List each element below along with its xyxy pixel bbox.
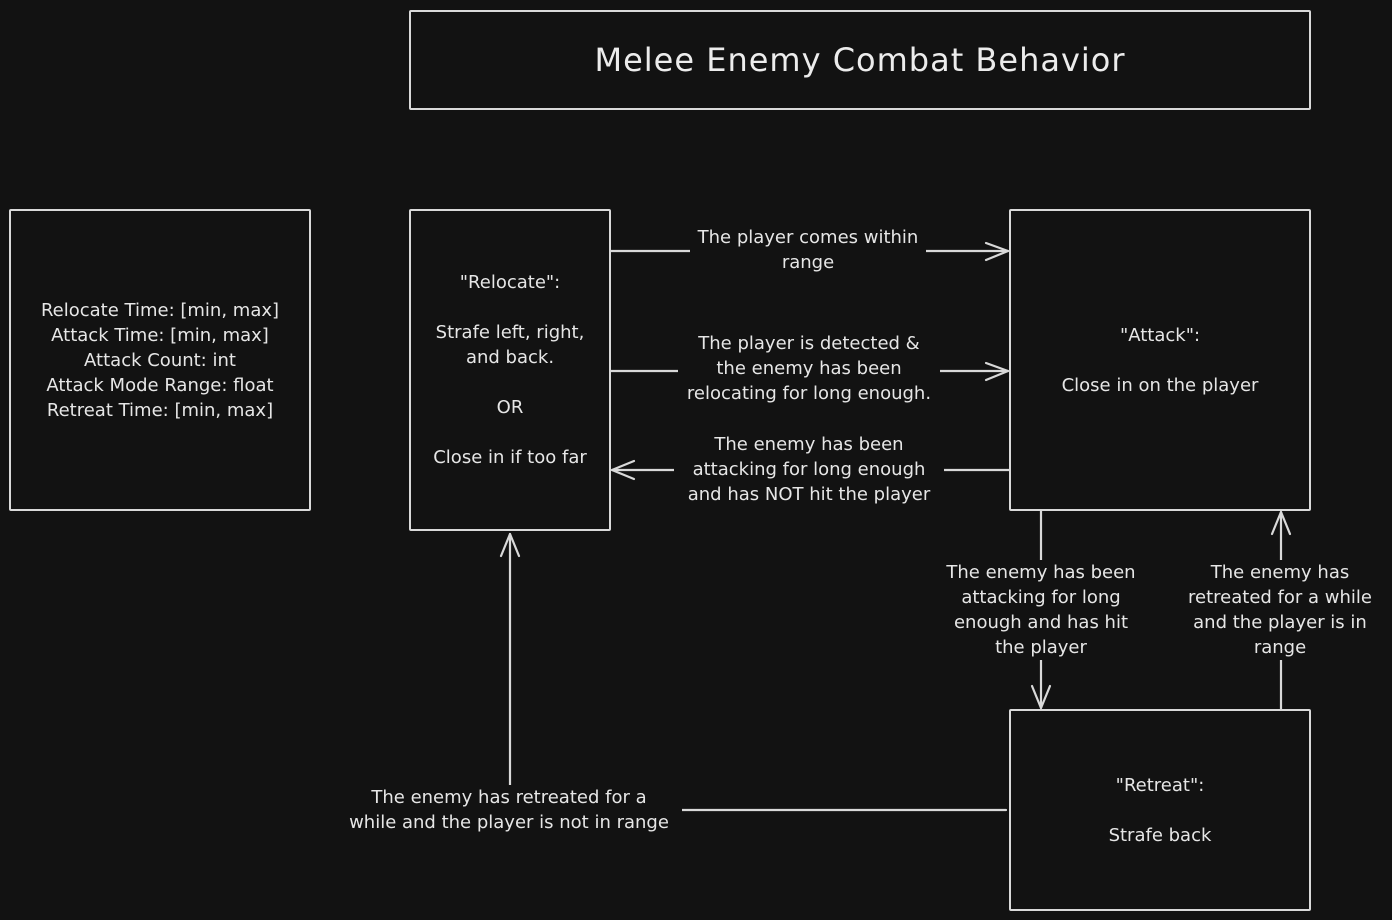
state-retreat-name: "Retreat":	[1115, 774, 1205, 796]
state-relocate-or: OR	[496, 397, 524, 418]
label-line: the player	[995, 637, 1087, 658]
diagram-title: Melee Enemy Combat Behavior	[594, 41, 1126, 79]
arrowhead-reloc-to-attack-range	[984, 241, 1010, 262]
parameters-box: Relocate Time: [min, max] Attack Time: […	[9, 209, 311, 511]
label-line: attacking for long enough	[692, 459, 926, 480]
parameter-attack-time: Attack Time: [min, max]	[51, 324, 269, 346]
label-retreat-to-reloc: The enemy has retreated for a while and …	[336, 785, 682, 835]
state-relocate-line-1: Strafe left, right,	[435, 322, 585, 343]
label-reloc-to-attack-detected: The player is detected & the enemy has b…	[678, 331, 940, 406]
state-relocate-name: "Relocate":	[459, 272, 561, 293]
arrow-retreat-to-reloc	[508, 532, 1008, 812]
state-relocate-alt: Close in if too far	[433, 447, 587, 468]
parameter-retreat-time: Retreat Time: [min, max]	[46, 399, 274, 421]
arrowhead-attack-to-retreat	[1030, 684, 1052, 710]
state-relocate: "Relocate": Strafe left, right, and back…	[409, 209, 611, 531]
arrowhead-retreat-to-attack	[1270, 510, 1292, 536]
label-line: the enemy has been	[716, 358, 902, 379]
label-line: and has NOT hit the player	[687, 484, 931, 505]
label-line: and the player is in	[1193, 612, 1367, 633]
state-attack-desc: Close in on the player	[1061, 374, 1259, 396]
state-attack: "Attack": Close in on the player	[1009, 209, 1311, 511]
state-retreat-desc: Strafe back	[1108, 824, 1212, 846]
label-line: The player comes within	[697, 227, 919, 248]
label-line: attacking for long	[961, 587, 1121, 608]
label-line: relocating for long enough.	[686, 383, 932, 404]
arrowhead-reloc-to-attack-detected	[984, 361, 1010, 382]
label-attack-to-retreat: The enemy has been attacking for long en…	[941, 560, 1141, 660]
label-reloc-to-attack-range: The player comes within range	[690, 225, 926, 275]
label-line: range	[1253, 637, 1307, 658]
arrowhead-attack-to-reloc	[610, 459, 636, 481]
label-line: The enemy has been	[714, 434, 904, 455]
parameters-list: Relocate Time: [min, max] Attack Time: […	[41, 298, 279, 423]
parameter-attack-count: Attack Count: int	[84, 349, 236, 371]
label-attack-to-reloc: The enemy has been attacking for long en…	[674, 432, 944, 507]
label-line: enough and has hit	[953, 612, 1129, 633]
label-retreat-to-attack: The enemy has retreated for a while and …	[1176, 560, 1384, 660]
parameter-relocate-time: Relocate Time: [min, max]	[40, 299, 280, 321]
arrowhead-retreat-to-reloc	[499, 532, 521, 558]
label-line: range	[781, 252, 835, 273]
label-line: retreated for a while	[1188, 587, 1372, 608]
label-line: The player is detected &	[698, 333, 920, 354]
state-relocate-line-2: and back.	[465, 347, 555, 368]
label-line: The enemy has been	[946, 562, 1136, 583]
state-retreat: "Retreat": Strafe back	[1009, 709, 1311, 911]
parameter-attack-mode-range: Attack Mode Range: float	[46, 374, 274, 396]
label-line: while and the player is not in range	[349, 812, 669, 833]
state-attack-name: "Attack":	[1119, 324, 1201, 346]
label-line: The enemy has	[1210, 562, 1350, 583]
title-box: Melee Enemy Combat Behavior	[409, 10, 1311, 110]
label-line: The enemy has retreated for a	[371, 787, 647, 808]
